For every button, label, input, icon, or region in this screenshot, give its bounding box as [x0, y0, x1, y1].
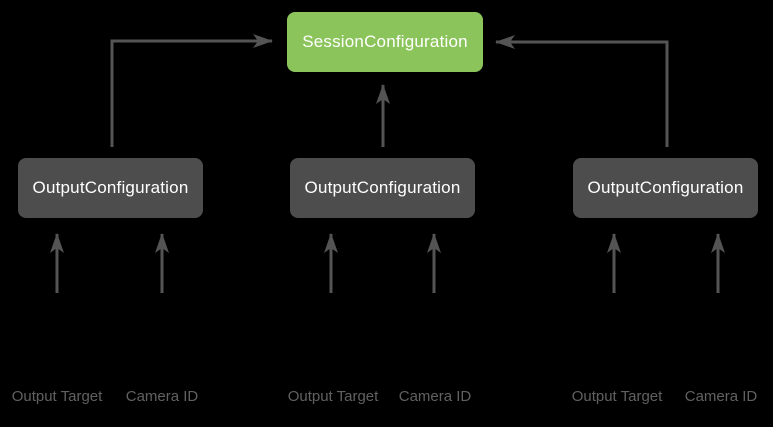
output-configuration-node-2: OutputConfiguration	[290, 158, 475, 218]
arrow-output1-to-session	[110, 34, 273, 147]
output-configuration-node-1: OutputConfiguration	[18, 158, 203, 218]
input-label-camera-id-3: Camera ID	[684, 388, 758, 405]
input-label-output-target-3: Output Target	[571, 388, 663, 405]
session-configuration-node: SessionConfiguration	[287, 12, 483, 72]
input-label-output-target-2: Output Target	[287, 388, 379, 405]
input-label-output-target-1: Output Target	[11, 388, 103, 405]
output-configuration-node-3: OutputConfiguration	[573, 158, 758, 218]
arrow-output3-to-session	[495, 35, 669, 147]
input-label-camera-id-1: Camera ID	[125, 388, 199, 405]
input-label-camera-id-2: Camera ID	[398, 388, 472, 405]
